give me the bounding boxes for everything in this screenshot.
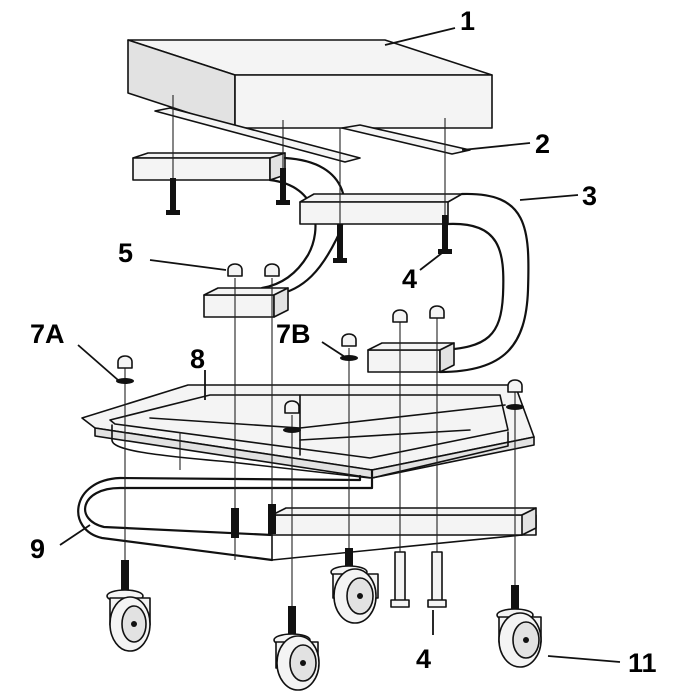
seat-mounting-plates [154,107,471,163]
seat-cushion [127,39,493,129]
washer-icon [283,427,301,433]
lower-frame [77,468,537,562]
bolt-icon [231,508,239,538]
bolt-icon [333,224,347,263]
callout-5: 5 [118,238,133,268]
callout-2: 2 [535,129,550,159]
callout-4-top: 4 [402,264,417,294]
callout-7b: 7B [276,319,311,349]
bolt-icon [276,168,290,205]
frame-bolts [231,504,447,608]
callout-11: 11 [628,648,657,678]
caster-rear-center [330,548,379,624]
bolt-icon [390,551,410,608]
caster-front-center [273,606,320,691]
callout-8: 8 [190,344,205,374]
acorn-nut-icon [284,400,300,414]
acorn-nut-icon [227,263,243,277]
bolt-icon [438,215,452,254]
acorn-nut-icon [507,379,523,393]
upper-frame-left [132,152,346,318]
callout-4-bottom: 4 [416,644,431,674]
caster-front-right [496,585,542,668]
acorn-nut-icon [117,355,133,369]
leader-lines [59,27,621,663]
washer-icon [506,404,524,410]
acorn-nut-icon [341,333,357,347]
top-tray [81,384,535,479]
callout-labels: 1 2 3 4 5 7A 7B 8 9 4 11 [30,6,657,678]
callout-1: 1 [460,6,475,36]
casters [106,548,542,691]
caster-front-left [106,560,151,652]
acorn-nuts [117,263,523,414]
bolt-icon [166,178,180,215]
callout-7a: 7A [30,319,65,349]
bolt-icon [268,504,276,534]
callout-9: 9 [30,534,45,564]
acorn-nut-icon [264,263,280,277]
assembly-guide-lines [124,95,516,610]
callout-3: 3 [582,181,597,211]
acorn-nut-icon [429,305,445,319]
acorn-nut-icon [392,309,408,323]
washer-7a-icon [116,378,134,384]
bolt-icon [427,551,447,608]
seat-bolts [166,168,452,263]
